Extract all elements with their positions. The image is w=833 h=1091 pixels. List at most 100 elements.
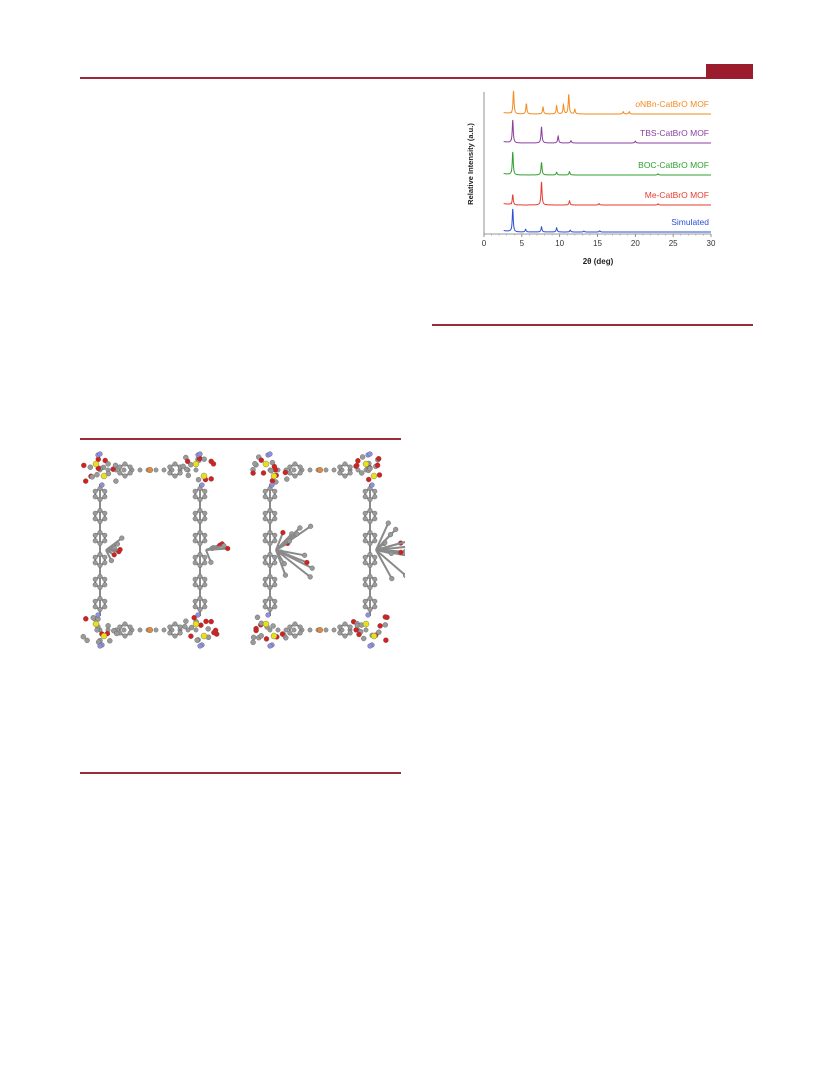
atom (122, 621, 128, 627)
atom (94, 627, 100, 633)
atom (367, 508, 373, 513)
atom (342, 461, 348, 467)
atom (253, 627, 259, 634)
crystal-structure-figure (80, 451, 405, 649)
atom (81, 462, 87, 469)
atom (192, 538, 198, 544)
atom (262, 510, 268, 516)
atom (111, 552, 117, 558)
atom (172, 461, 178, 467)
atom (97, 508, 103, 513)
atom (192, 576, 198, 582)
bond (275, 549, 287, 576)
atom (367, 552, 373, 557)
atom (262, 532, 268, 538)
atom (287, 624, 293, 630)
atom (307, 627, 313, 633)
atom (291, 467, 297, 473)
atom (102, 598, 108, 604)
atom (262, 488, 268, 494)
atom (127, 464, 133, 470)
bond (275, 532, 284, 551)
atom (192, 598, 198, 604)
atom (92, 494, 98, 500)
atom (282, 572, 288, 578)
series-line-4 (503, 181, 711, 206)
atom (385, 520, 391, 526)
atom (367, 519, 373, 524)
atom (202, 538, 208, 544)
atom (376, 456, 382, 462)
atom (102, 494, 108, 500)
atom (252, 461, 258, 467)
atom (370, 472, 378, 480)
atom (372, 532, 378, 538)
atom (147, 627, 153, 633)
atom (197, 541, 203, 546)
atom (267, 530, 273, 535)
atom (287, 630, 293, 636)
atom (92, 532, 98, 538)
series-line-1 (503, 90, 711, 115)
atom (208, 618, 214, 625)
atom (359, 470, 365, 476)
atom (197, 574, 203, 579)
atom (268, 468, 274, 474)
atom (108, 558, 114, 564)
atom (197, 451, 203, 457)
atom (374, 462, 381, 468)
atom (200, 472, 208, 480)
atom (372, 494, 378, 500)
atom (372, 598, 378, 604)
atom (393, 526, 399, 532)
atom (192, 532, 198, 538)
atom (262, 582, 268, 588)
atom (262, 560, 268, 566)
atom (367, 530, 373, 535)
atom (99, 482, 105, 488)
atom (250, 470, 256, 476)
atom (367, 585, 373, 590)
structure-left (80, 451, 231, 649)
bond (375, 541, 405, 551)
atom (323, 627, 329, 633)
atom (97, 451, 103, 457)
atom (208, 458, 214, 465)
atom (202, 516, 208, 522)
x-tick-label: 30 (707, 239, 716, 248)
atom (225, 545, 231, 552)
atom (367, 451, 373, 457)
bond (275, 549, 308, 564)
atom (92, 488, 98, 494)
x-tick-label: 10 (555, 239, 564, 248)
atom (283, 627, 289, 633)
atom (262, 516, 268, 522)
atom (94, 472, 100, 478)
atom (372, 510, 378, 516)
atom (97, 541, 103, 546)
series-label-rest: NBn-CatBrO MOF (640, 99, 709, 109)
atom (317, 627, 323, 633)
page-tab (706, 64, 753, 79)
atom (260, 470, 267, 476)
bond (375, 549, 393, 580)
atom (372, 604, 378, 610)
atom (376, 472, 383, 478)
atom (90, 615, 96, 621)
atom (367, 574, 373, 579)
atom (97, 530, 103, 535)
atom (367, 497, 373, 502)
atom (92, 554, 98, 560)
atom (117, 624, 123, 630)
atom (403, 572, 405, 579)
series-line-2 (503, 119, 711, 144)
atom (185, 472, 191, 479)
atom (102, 604, 108, 610)
atom (113, 478, 119, 484)
atom (272, 532, 278, 538)
atom (172, 473, 178, 479)
atom (198, 622, 204, 628)
atom (122, 633, 128, 639)
atom (117, 470, 123, 476)
